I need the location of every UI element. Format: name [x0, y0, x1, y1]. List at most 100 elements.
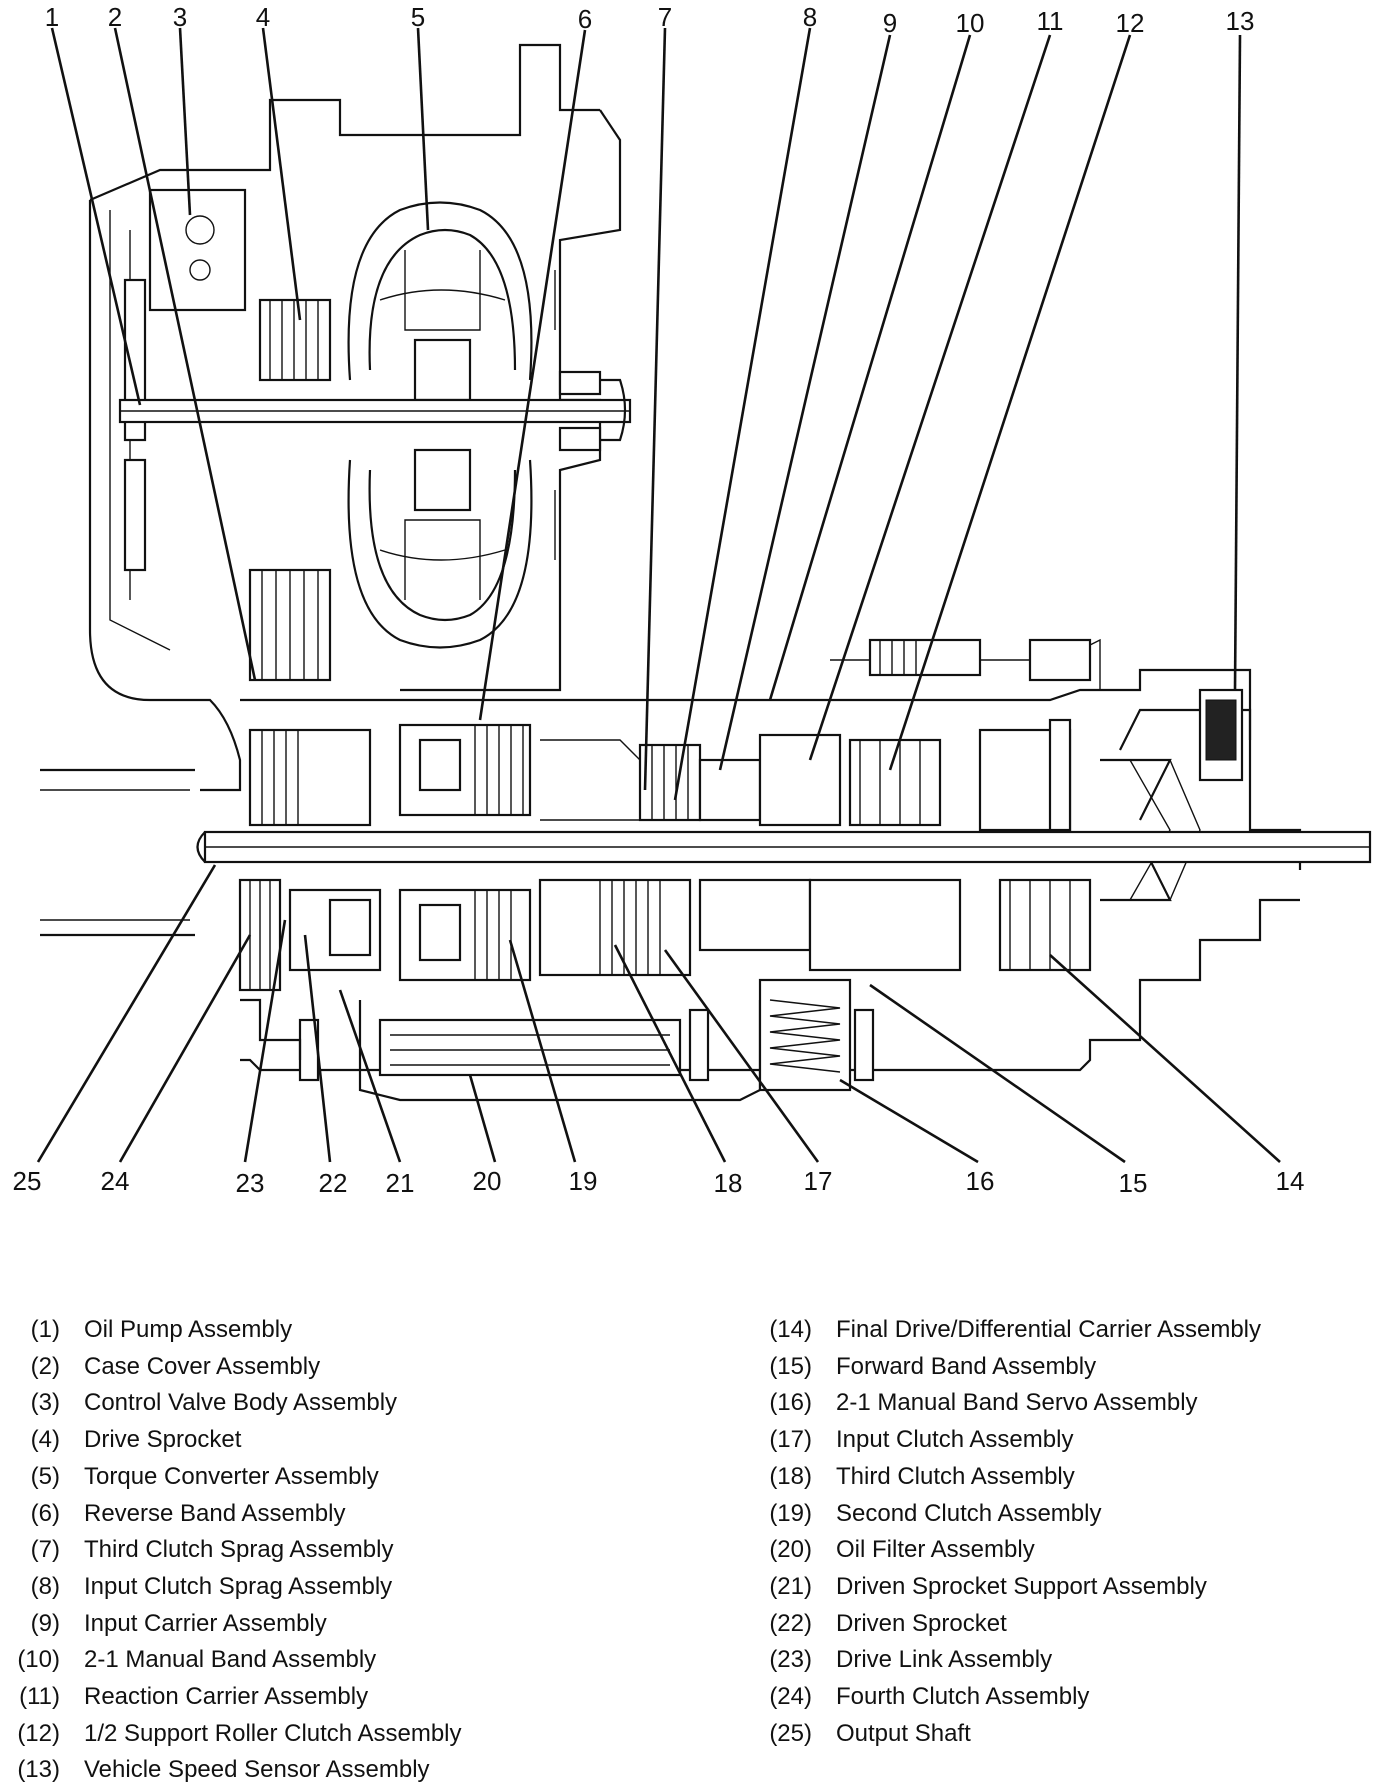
legend-item: (6) Reverse Band Assembly: [0, 1496, 462, 1533]
legend-code: (16): [769, 1389, 812, 1417]
legend-code: (2): [30, 1352, 60, 1380]
legend-item: (3) Control Valve Body Assembly: [0, 1385, 462, 1422]
legend-item: (5) Torque Converter Assembly: [0, 1459, 462, 1496]
callout-3: 3: [173, 2, 187, 32]
legend-code: (17): [769, 1426, 812, 1454]
callout-8: 8: [803, 2, 817, 32]
legend-label: Input Clutch Sprag Assembly: [84, 1572, 393, 1600]
legend-label: 1/2 Support Roller Clutch Assembly: [84, 1719, 462, 1747]
transmission-cutaway-diagram: 1 2 3 4 5 6 7 8 9 10 11 12 13 25 24 23 2…: [13, 2, 1372, 1198]
legend-item: (8) Input Clutch Sprag Assembly: [0, 1569, 462, 1606]
callout-19: 19: [569, 1166, 598, 1196]
legend-label: Driven Sprocket: [836, 1609, 1007, 1637]
legend-item: (14) Final Drive/Differential Carrier Ass…: [752, 1312, 1261, 1349]
legend-item: (15) Forward Band Assembly: [752, 1349, 1261, 1386]
legend-label: Third Clutch Assembly: [836, 1462, 1075, 1490]
callout-7: 7: [658, 2, 672, 32]
legend-code: (12): [17, 1719, 60, 1747]
callout-2: 2: [108, 2, 122, 32]
legend-label: Drive Link Assembly: [836, 1646, 1053, 1674]
legend-label: Input Clutch Assembly: [836, 1426, 1074, 1454]
callout-20: 20: [473, 1166, 502, 1196]
legend-label: Fourth Clutch Assembly: [836, 1683, 1090, 1711]
legend-code: (15): [769, 1352, 812, 1380]
legend-code: (21): [769, 1572, 812, 1600]
callout-23: 23: [236, 1168, 265, 1198]
callout-15: 15: [1119, 1168, 1148, 1198]
legend-code: (4): [30, 1426, 60, 1454]
legend-label: Forward Band Assembly: [836, 1352, 1097, 1380]
legend-code: (18): [769, 1462, 812, 1490]
legend-right-column: (14) Final Drive/Differential Carrier Ass…: [752, 1312, 1261, 1752]
legend-code: (7): [30, 1536, 60, 1564]
callout-5: 5: [411, 2, 425, 32]
transaxle-drawing: [40, 43, 1372, 1102]
legend-item: (19)Second Clutch Assembly: [752, 1496, 1261, 1533]
legend-item: (12) 1/2 Support Roller Clutch Assembly: [0, 1716, 462, 1753]
legend-code: (8): [30, 1572, 60, 1600]
legend-item: (4) Drive Sprocket: [0, 1422, 462, 1459]
legend-left-column: (1)Oil Pump Assembly (2) Case Cover Assem…: [0, 1312, 462, 1789]
bottom-callout-numbers: 25 24 23 22 21 20 19 18 17 16 15 14: [13, 1166, 1305, 1198]
legend-label: Third Clutch Sprag Assembly: [84, 1536, 394, 1564]
legend-item: (7) Third Clutch Sprag Assembly: [0, 1532, 462, 1569]
callout-25: 25: [13, 1166, 42, 1196]
legend-item: (10) 2-1 Manual Band Assembly: [0, 1642, 462, 1679]
legend-code: (9): [30, 1609, 60, 1637]
legend-code: (3): [30, 1389, 60, 1417]
legend-label: 2-1 Manual Band Assembly: [84, 1646, 377, 1674]
legend-label: Output Shaft: [836, 1719, 971, 1747]
legend-item: (24) Fourth Clutch Assembly: [752, 1679, 1261, 1716]
legend-code: (13): [17, 1756, 60, 1784]
legend-label: Reaction Carrier Assembly: [84, 1683, 369, 1711]
callout-14: 14: [1276, 1166, 1305, 1196]
callout-6: 6: [578, 4, 592, 34]
legend-label: Input Carrier Assembly: [84, 1609, 327, 1637]
leader-lines: [36, 27, 1281, 1164]
top-callout-numbers: 1 2 3 4 5 6 7 8 9 10 11 12 13: [45, 2, 1255, 38]
legend-item: (18) Third Clutch Assembly: [752, 1459, 1261, 1496]
legend-code: (10): [17, 1646, 60, 1674]
callout-4: 4: [256, 2, 270, 32]
legend-label: Driven Sprocket Support Assembly: [836, 1572, 1207, 1600]
legend-label: Oil Filter Assembly: [836, 1536, 1035, 1564]
callout-22: 22: [319, 1168, 348, 1198]
legend-code: (6): [30, 1499, 60, 1527]
callout-9: 9: [883, 8, 897, 38]
legend-code: (1): [30, 1316, 60, 1343]
legend-item: (20) Oil Filter Assembly: [752, 1532, 1261, 1569]
legend-item: (21) Driven Sprocket Support Assembly: [752, 1569, 1261, 1606]
callout-10: 10: [956, 8, 985, 38]
legend-item: (2) Case Cover Assembly: [0, 1349, 462, 1386]
callout-16: 16: [966, 1166, 995, 1196]
callout-17: 17: [804, 1166, 833, 1196]
callout-12: 12: [1116, 8, 1145, 38]
legend-item: (25) Output Shaft: [752, 1716, 1261, 1753]
legend-code: (20): [769, 1536, 812, 1564]
legend-label: Reverse Band Assembly: [84, 1499, 346, 1527]
legend-label: Torque Converter Assembly: [84, 1462, 379, 1490]
legend-label: Vehicle Speed Sensor Assembly: [84, 1756, 430, 1784]
legend-item: (1)Oil Pump Assembly: [0, 1312, 462, 1349]
legend-label: Second Clutch Assembly: [836, 1499, 1102, 1527]
legend-item: (11) Reaction Carrier Assembly: [0, 1679, 462, 1716]
legend-item: (16) 2-1 Manual Band Servo Assembly: [752, 1385, 1261, 1422]
callout-18: 18: [714, 1168, 743, 1198]
legend-label: Final Drive/Differential Carrier Assembl…: [836, 1316, 1262, 1343]
legend-item: (13) Vehicle Speed Sensor Assembly: [0, 1752, 462, 1789]
legend-label: Control Valve Body Assembly: [84, 1389, 398, 1417]
legend-label: Drive Sprocket: [84, 1426, 242, 1454]
legend-code: (24): [769, 1683, 812, 1711]
callout-13: 13: [1226, 6, 1255, 36]
legend-code: (14): [769, 1316, 812, 1343]
legend-code: (11): [19, 1683, 60, 1711]
legend-label: Case Cover Assembly: [84, 1352, 321, 1380]
legend-label: 2-1 Manual Band Servo Assembly: [836, 1389, 1198, 1417]
legend-item: (9) Input Carrier Assembly: [0, 1606, 462, 1643]
legend-code: (5): [30, 1462, 60, 1490]
legend-code: (22): [769, 1609, 812, 1637]
legend-code: (25): [769, 1719, 812, 1747]
callout-11: 11: [1037, 6, 1064, 36]
legend-item: (23)Drive Link Assembly: [752, 1642, 1261, 1679]
callout-21: 21: [386, 1168, 415, 1198]
